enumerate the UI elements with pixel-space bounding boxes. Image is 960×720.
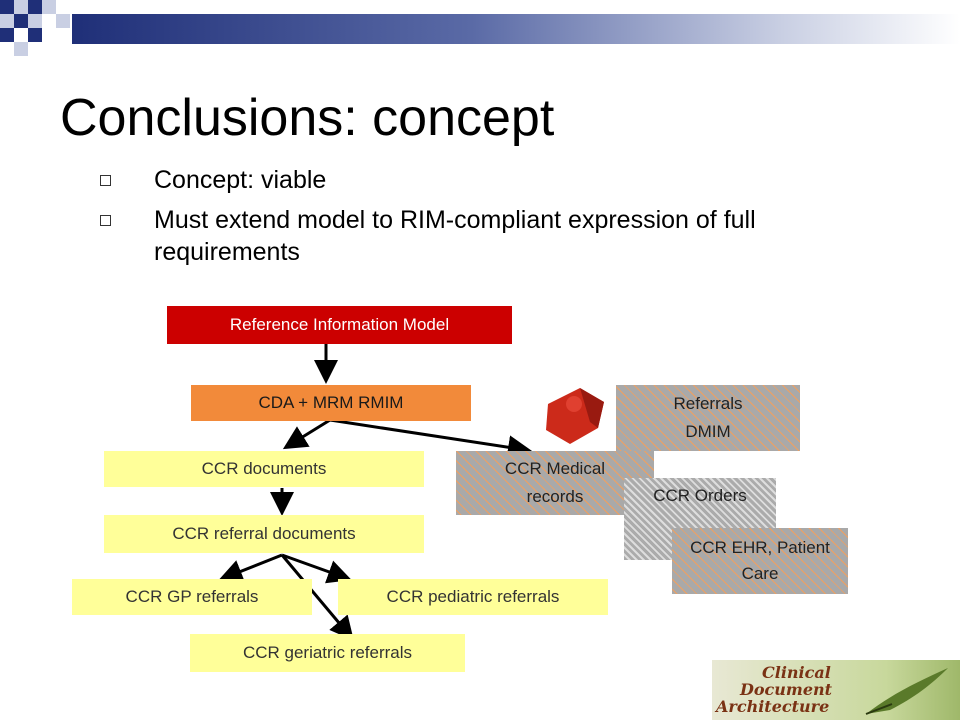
node-reference-information-model: Reference Information Model bbox=[167, 306, 512, 344]
corner-decoration bbox=[0, 0, 72, 60]
logo-line-2: Document bbox=[740, 680, 833, 699]
arrow-cda-to-ccr-docs bbox=[282, 418, 331, 450]
bullet-text: Must extend model to RIM-compliant expre… bbox=[154, 206, 756, 266]
node-ccr-gp-referrals: CCR GP referrals bbox=[72, 579, 312, 615]
node-label: CCR EHR, Patient Care bbox=[690, 538, 830, 583]
arrow-cda-to-ccr-medical bbox=[329, 418, 532, 460]
quill-pen-icon bbox=[865, 668, 948, 715]
node-ccr-referral-documents: CCR referral documents bbox=[104, 515, 424, 553]
bullet-square-icon bbox=[100, 175, 111, 186]
cda-logo: Clinical Document Architecture bbox=[712, 660, 960, 720]
arrow-to-geriatric bbox=[280, 554, 354, 641]
node-ccr-pediatric-referrals: CCR pediatric referrals bbox=[338, 579, 608, 615]
bullet-list: Concept: viable Must extend model to RIM… bbox=[100, 164, 900, 276]
slide-title: Conclusions: concept bbox=[60, 89, 555, 147]
puzzle-piece-icon bbox=[546, 388, 604, 444]
node-label: CCR Medical records bbox=[504, 459, 606, 506]
bullet-item: Must extend model to RIM-compliant expre… bbox=[100, 204, 900, 268]
title-accent-bar bbox=[72, 14, 960, 44]
bullet-text: Concept: viable bbox=[154, 166, 327, 194]
node-ccr-geriatric-referrals: CCR geriatric referrals bbox=[190, 634, 465, 672]
bullet-item: Concept: viable bbox=[100, 164, 900, 196]
arrow-to-gp bbox=[218, 553, 283, 583]
node-ccr-documents: CCR documents bbox=[104, 451, 424, 487]
node-label: Referrals DMIM bbox=[673, 394, 743, 441]
node-label: CCR Orders bbox=[653, 486, 747, 505]
node-cda-mrm-rmim: CDA + MRM RMIM bbox=[191, 385, 471, 421]
node-referrals-dmim: Referrals DMIM bbox=[616, 385, 800, 451]
logo-line-1: Clinical bbox=[762, 663, 831, 682]
node-ccr-medical-records: CCR Medical records bbox=[456, 451, 654, 515]
logo-line-3: Architecture bbox=[716, 697, 830, 716]
bullet-square-icon bbox=[100, 215, 111, 226]
arrow-to-pediatric bbox=[281, 553, 352, 584]
node-ccr-ehr-patient-care: CCR EHR, Patient Care bbox=[672, 528, 848, 594]
